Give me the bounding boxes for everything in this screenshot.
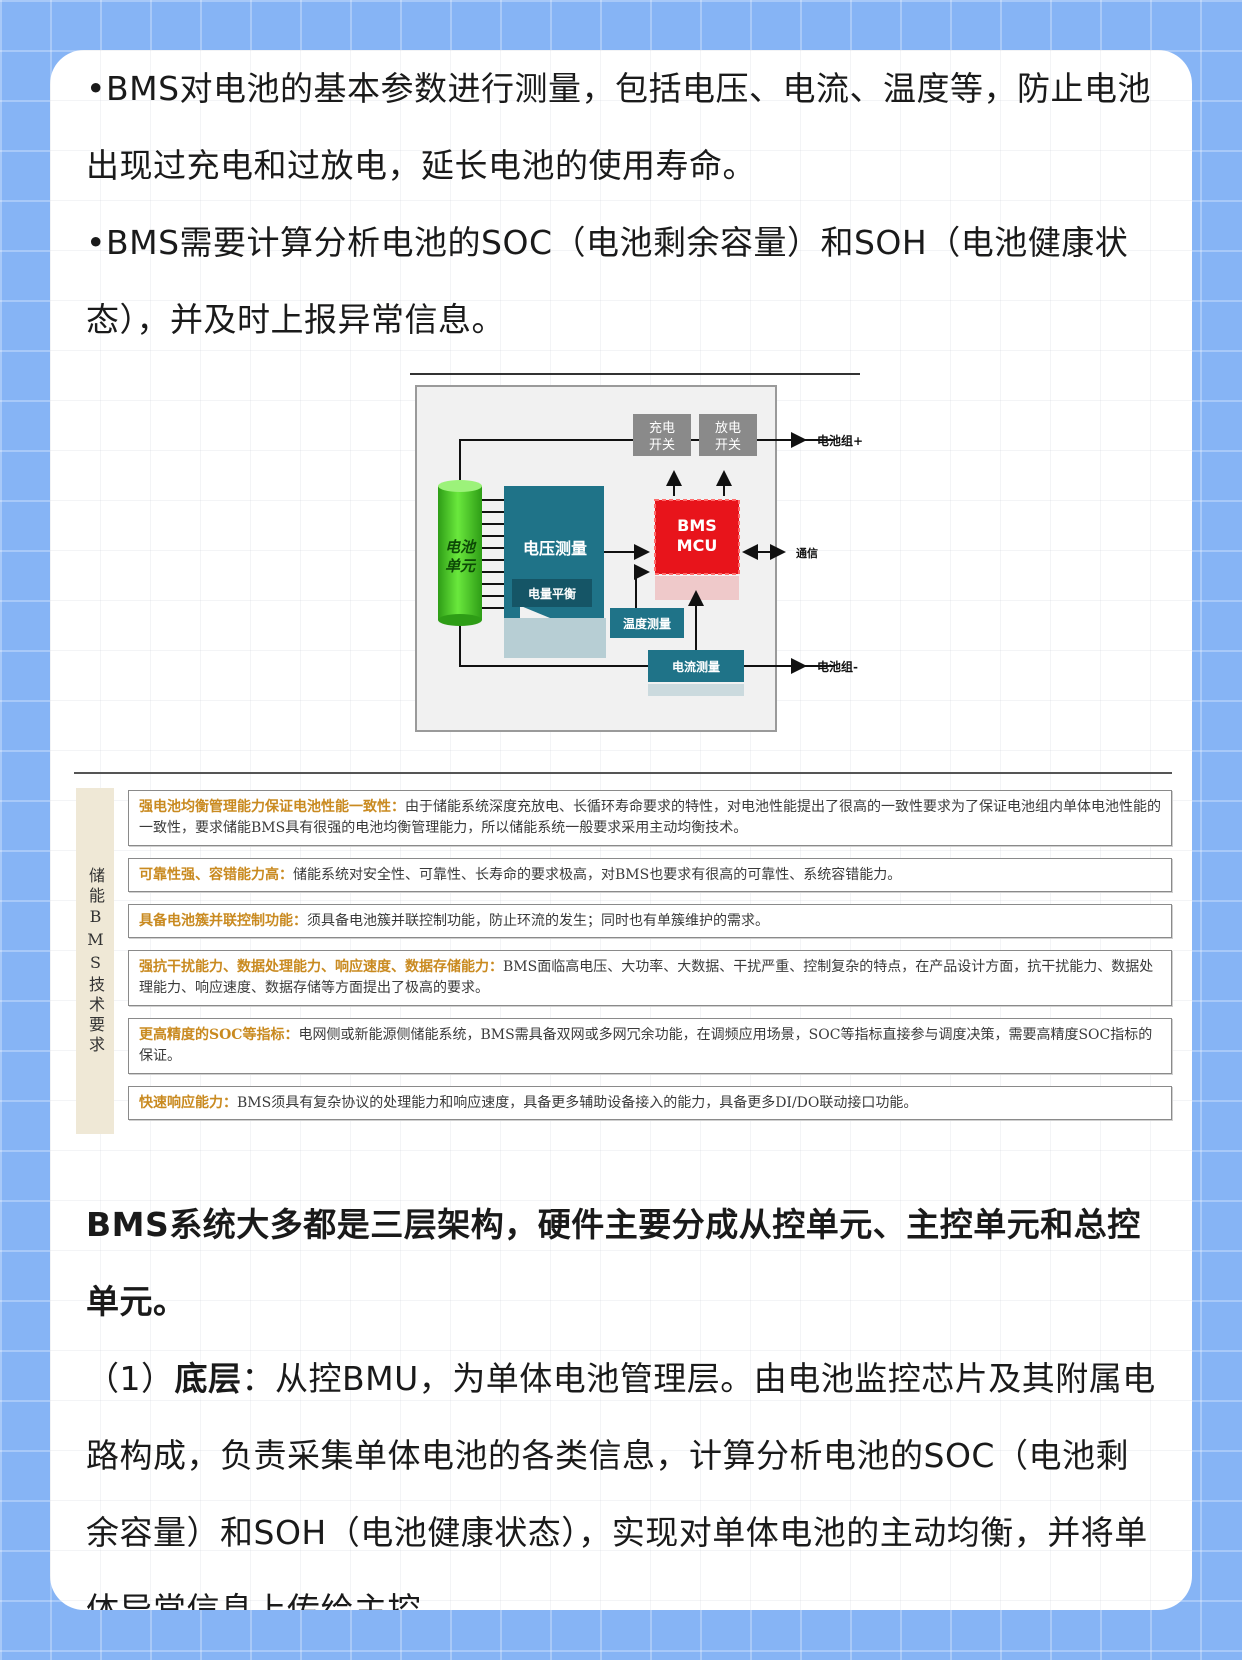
voltage-measure-block: 电压测量 电量平衡	[504, 486, 606, 658]
requirement-title: 强电池均衡管理能力保证电池性能一致性：	[139, 799, 405, 815]
content-card: •BMS对电池的基本参数进行测量，包括电压、电流、温度等，防止电池出现过充电和过…	[50, 50, 1192, 1610]
requirement-item: 可靠性强、容错能力高：储能系统对安全性、可靠性、长寿命的要求极高，对BMS也要求…	[128, 858, 1172, 892]
requirement-title: 可靠性强、容错能力高：	[139, 867, 293, 883]
bms-mcu-block: BMS MCU	[654, 499, 740, 600]
requirement-text: 储能系统对安全性、可靠性、长寿命的要求极高，对BMS也要求有很高的可靠性、系统容…	[293, 867, 902, 883]
balance-label: 电量平衡	[528, 586, 576, 601]
bottom-layer-prefix: （1）	[86, 1359, 175, 1398]
pack-minus-label: 电池组-	[817, 659, 858, 674]
pack-plus-label: 电池组+	[817, 433, 863, 448]
discharge-switch-label-1: 放电	[715, 421, 741, 436]
requirement-text: 须具备电池簇并联控制功能，防止环流的发生；同时也有单簇维护的需求。	[307, 913, 769, 929]
table-top-rule	[74, 772, 1172, 774]
current-measure-label: 电流测量	[672, 659, 720, 674]
intro-paragraph-1: •BMS对电池的基本参数进行测量，包括电压、电流、温度等，防止电池出现过充电和过…	[86, 69, 1152, 185]
requirement-text: 由于储能系统深度充放电、长循环寿命要求的特性，对电池性能提出了很高的一致性要求为…	[139, 799, 1161, 836]
requirement-text: 电网侧或新能源侧储能系统，BMS需具备双网或多网冗余功能，在调频应用场景，SOC…	[139, 1027, 1153, 1064]
mcu-label-1: BMS	[677, 516, 717, 535]
requirements-side-title: 储能BMS技术要求	[76, 788, 114, 1134]
bms-block-diagram: 电池 单元 电压测量	[380, 368, 900, 768]
charge-switch-label-2: 开关	[649, 438, 675, 453]
requirement-title: 更高精度的SOC等指标：	[139, 1027, 299, 1043]
bottom-layer-label: 底层	[174, 1359, 242, 1398]
comm-label: 通信	[796, 546, 818, 560]
requirement-item: 快速响应能力：BMS须具有复杂协议的处理能力和响应速度，具备更多辅助设备接入的能…	[128, 1086, 1172, 1120]
bottom-layer-text: ：从控BMU，为单体电池管理层。由电池监控芯片及其附属电路构成，负责采集单体电池…	[86, 1359, 1156, 1610]
requirement-title: 强抗干扰能力、数据处理能力、响应速度、数据存储能力：	[139, 959, 503, 975]
battery-unit: 电池 单元	[438, 480, 482, 626]
requirement-item: 强抗干扰能力、数据处理能力、响应速度、数据存储能力：BMS面临高电压、大功率、大…	[128, 950, 1172, 1006]
temp-measure-block: 温度测量	[610, 608, 684, 638]
bms-diagram-svg: 电池 单元 电压测量	[410, 373, 863, 732]
mcu-label-2: MCU	[677, 536, 718, 555]
charge-switch: 充电 开关	[633, 414, 691, 456]
discharge-switch-label-2: 开关	[715, 438, 741, 453]
charge-switch-label-1: 充电	[649, 420, 675, 436]
requirement-title: 具备电池簇并联控制功能：	[139, 913, 307, 929]
voltage-measure-label: 电压测量	[523, 539, 587, 558]
temp-measure-label: 温度测量	[623, 616, 671, 631]
requirement-item: 具备电池簇并联控制功能：须具备电池簇并联控制功能，防止环流的发生；同时也有单簇维…	[128, 904, 1172, 938]
bms-requirements-table: 储能BMS技术要求 强电池均衡管理能力保证电池性能一致性：由于储能系统深度充放电…	[74, 772, 1174, 1184]
discharge-switch: 放电 开关	[699, 414, 757, 456]
current-measure-block: 电流测量	[648, 650, 744, 696]
bottom-layer-paragraph: （1）底层：从控BMU，为单体电池管理层。由电池监控芯片及其附属电路构成，负责采…	[86, 1340, 1156, 1610]
intro-paragraph-2: •BMS需要计算分析电池的SOC（电池剩余容量）和SOH（电池健康状态），并及时…	[86, 223, 1129, 339]
battery-label-1: 电池	[445, 538, 477, 556]
requirement-text: BMS面临高电压、大功率、大数据、干扰严重、控制复杂的特点，在产品设计方面，抗干…	[139, 959, 1154, 996]
requirement-item: 更高精度的SOC等指标：电网侧或新能源侧储能系统，BMS需具备双网或多网冗余功能…	[128, 1018, 1172, 1074]
requirement-text: BMS须具有复杂协议的处理能力和响应速度，具备更多辅助设备接入的能力，具备更多D…	[237, 1095, 918, 1111]
requirement-item: 强电池均衡管理能力保证电池性能一致性：由于储能系统深度充放电、长循环寿命要求的特…	[128, 790, 1172, 846]
battery-label-2: 单元	[445, 557, 477, 575]
requirement-title: 快速响应能力：	[139, 1095, 237, 1111]
section-heading: BMS系统大多都是三层架构，硬件主要分成从控单元、主控单元和总控单元。	[86, 1205, 1141, 1321]
side-title-text: 储能BMS技术要求	[86, 866, 105, 1056]
